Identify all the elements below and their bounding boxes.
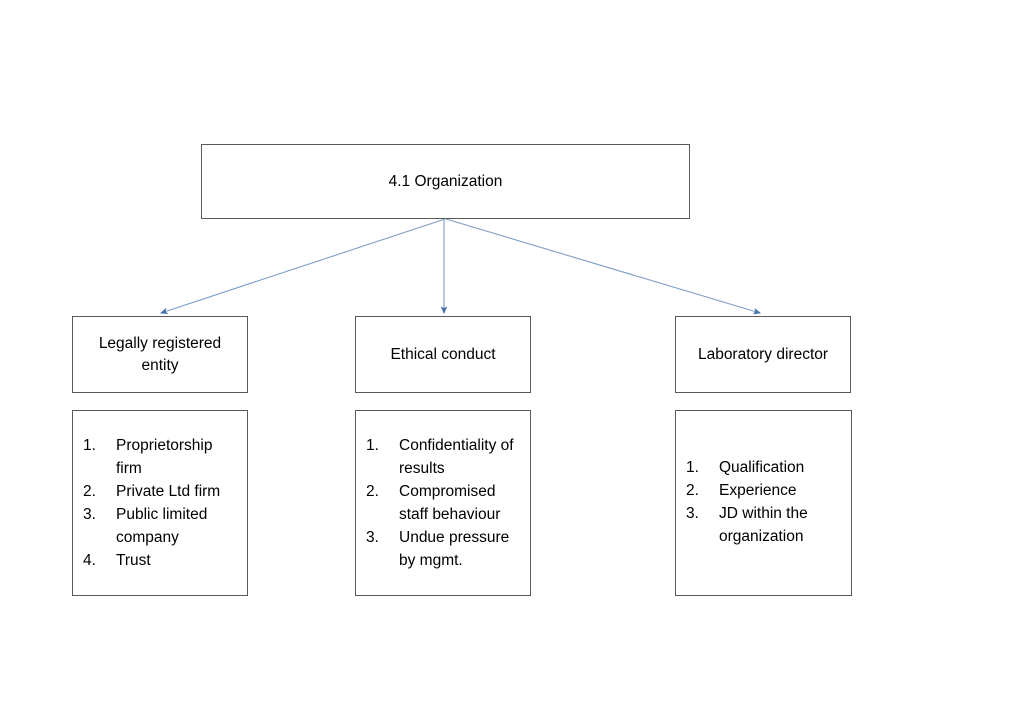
detail-node-legally-registered-entity[interactable]: 1. Proprietorship firm 2. Private Ltd fi…	[72, 410, 248, 596]
list-item-marker: 3.	[686, 504, 699, 522]
list-item-text: JD within the organization	[719, 504, 808, 545]
list-item-marker: 2.	[366, 482, 379, 500]
list-item-text: Proprietorship firm	[116, 437, 213, 477]
list-item: 3. JD within the organization	[676, 503, 851, 549]
category-node-laboratory-director[interactable]: Laboratory director	[675, 316, 851, 393]
root-node-label: 4.1 Organization	[388, 172, 503, 190]
list-item: 2. Experience	[676, 480, 851, 503]
connector-root-to-category-2	[445, 218, 762, 315]
list-item: 2. Compromised staff behaviour	[356, 481, 530, 527]
detail-list: 1. Confidentiality of results 2. Comprom…	[356, 435, 530, 573]
detail-node-laboratory-director[interactable]: 1. Qualification 2. Experience 3. JD wit…	[675, 410, 852, 596]
list-item: 3. Undue pressure by mgmt.	[356, 527, 530, 573]
category-node-legally-registered-entity[interactable]: Legally registered entity	[72, 316, 248, 393]
list-item-text: Experience	[719, 481, 797, 499]
list-item-text: Compromised staff behaviour	[399, 482, 501, 523]
category-node-label: Ethical conduct	[390, 345, 496, 363]
root-node-organization[interactable]: 4.1 Organization	[201, 144, 690, 219]
list-item-text: Private Ltd firm	[116, 482, 221, 500]
list-item-marker: 1.	[686, 459, 699, 476]
list-item-marker: 3.	[83, 505, 96, 523]
category-node-ethical-conduct[interactable]: Ethical conduct	[355, 316, 531, 393]
list-item-text: Public limited company	[116, 505, 208, 546]
list-item: 4. Trust	[73, 550, 247, 573]
list-item-marker: 2.	[83, 482, 96, 500]
category-node-label: Legally registered entity	[98, 335, 222, 374]
list-item: 1. Proprietorship firm	[73, 435, 247, 481]
list-item-text: Undue pressure by mgmt.	[399, 528, 510, 569]
list-item-marker: 3.	[366, 528, 379, 546]
connector-root-to-category-0	[159, 218, 446, 315]
list-item: 2. Private Ltd firm	[73, 481, 247, 504]
list-item: 1. Qualification	[676, 457, 851, 480]
list-item-marker: 4.	[83, 551, 96, 569]
detail-node-inner: 1. Qualification 2. Experience 3. JD wit…	[676, 457, 851, 549]
detail-node-inner: 1. Proprietorship firm 2. Private Ltd fi…	[73, 435, 247, 573]
category-node-label: Laboratory director	[697, 345, 829, 363]
list-item-text: Qualification	[719, 459, 805, 476]
list-item-marker: 2.	[686, 481, 699, 499]
list-item-text: Trust	[116, 551, 151, 569]
detail-node-inner: 1. Confidentiality of results 2. Comprom…	[356, 435, 530, 573]
detail-list: 1. Proprietorship firm 2. Private Ltd fi…	[73, 435, 247, 573]
list-item-marker: 1.	[366, 437, 379, 454]
list-item-marker: 1.	[83, 437, 96, 454]
list-item: 3. Public limited company	[73, 504, 247, 550]
detail-list: 1. Qualification 2. Experience 3. JD wit…	[676, 457, 851, 549]
list-item-text: Confidentiality of results	[399, 437, 514, 477]
detail-node-ethical-conduct[interactable]: 1. Confidentiality of results 2. Comprom…	[355, 410, 531, 596]
list-item: 1. Confidentiality of results	[356, 435, 530, 481]
